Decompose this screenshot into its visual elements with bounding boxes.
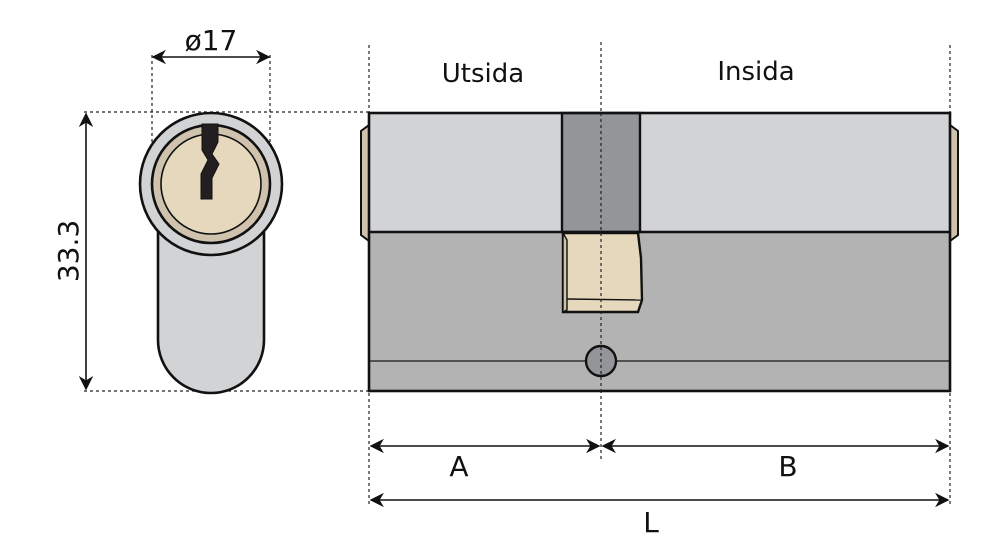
body-outline [367,111,952,393]
keyway-icon [200,123,220,200]
height-label: 33.3 [52,220,85,282]
inside-label: Insida [717,57,794,87]
outside-label: Utsida [442,59,524,89]
upper-body [369,113,950,232]
diameter-dimension: ø17 [151,24,271,65]
front-view-profile [138,111,284,395]
diameter-label: ø17 [185,24,238,57]
height-dimension: 33.3 [52,112,94,391]
side-view-cylinder [360,111,959,393]
dim-b-label: B [778,450,797,483]
profile-body [156,228,266,395]
dim-a-label: A [449,450,468,483]
lower-body [369,232,950,391]
dim-l-label: L [643,506,659,539]
length-dimensions: A B L [369,438,950,539]
cam-slot [560,111,642,234]
